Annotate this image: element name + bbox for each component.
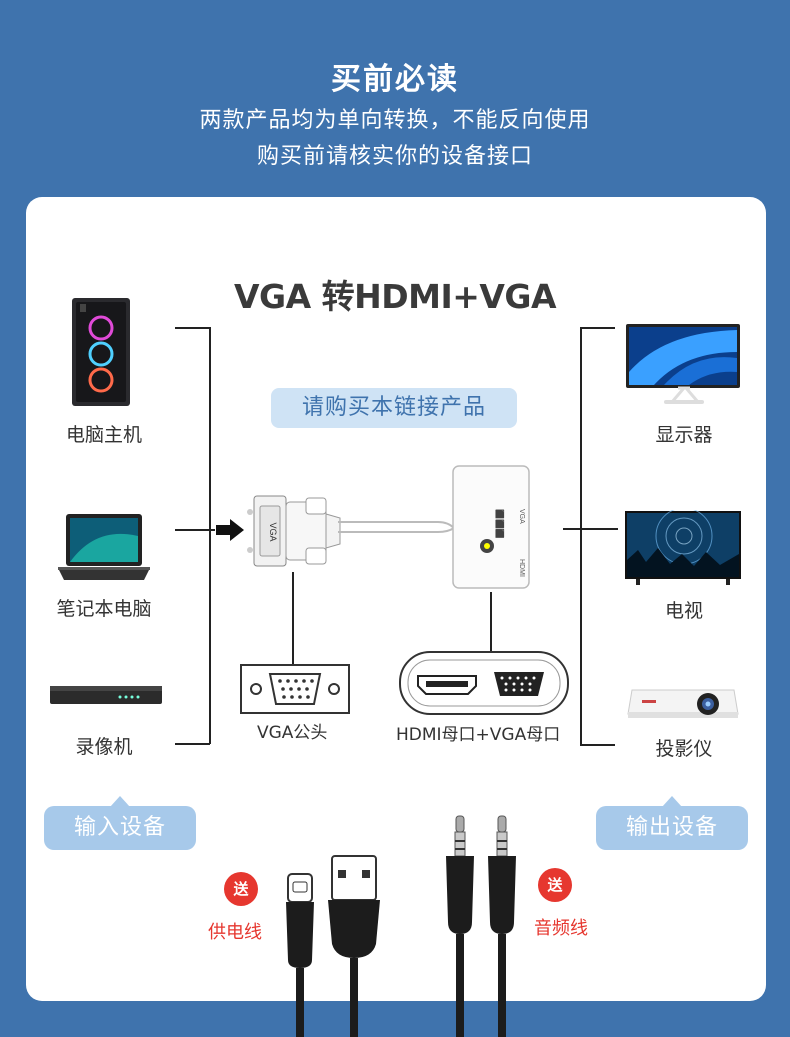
usb-power-cable-icon [286, 855, 380, 1037]
device-label-tv: 电视 [664, 600, 703, 622]
laptop-icon [58, 514, 150, 580]
gift-label-power-cable: 供电线 [208, 922, 262, 943]
input-tag-label: 输入设备 [73, 815, 166, 840]
output-tag-pointer [662, 796, 682, 807]
svg-text:HDMI: HDMI [518, 559, 525, 577]
svg-text:⬛⬛⬛: ⬛⬛⬛ [495, 509, 505, 539]
right-bracket-top [580, 327, 615, 329]
header-line-2: 购买前请核实你的设备接口 [256, 144, 533, 169]
monitor-icon [626, 324, 740, 404]
left-bracket-top [175, 327, 210, 329]
svg-text:VGA: VGA [268, 522, 278, 541]
audio-cable-icon [446, 815, 516, 1037]
right-bracket-vertical [580, 327, 582, 745]
adapter-box-icon: VGA HDMI ⬛⬛⬛ [452, 465, 530, 589]
projector-icon [627, 689, 739, 718]
pc-tower-icon [72, 298, 130, 406]
device-label-pc: 电脑主机 [65, 424, 142, 446]
right-bracket-middle [563, 528, 618, 530]
buy-this-product-pill: 请购买本链接产品 [271, 388, 517, 428]
line-to-vga-port [292, 572, 294, 665]
header: 买前必读 两款产品均为单向转换，不能反向使用 购买前请核实你的设备接口 [0, 0, 790, 196]
tv-icon [625, 510, 741, 585]
right-bracket-bottom [580, 744, 615, 746]
device-label-laptop: 笔记本电脑 [56, 598, 152, 620]
left-bracket-bottom [175, 743, 210, 745]
port-label-vga-male: VGA公头 [257, 723, 328, 743]
header-title: 买前必读 [331, 62, 459, 97]
gift-badge-power: 送 [224, 872, 258, 906]
left-bracket-vertical [209, 327, 211, 744]
svg-text:VGA: VGA [518, 509, 525, 524]
input-devices-tag: 输入设备 [44, 796, 196, 850]
adapter-cable [338, 521, 455, 533]
device-label-monitor: 显示器 [655, 424, 713, 446]
vga-male-port-icon [240, 664, 350, 714]
input-tag-pointer [110, 796, 130, 807]
input-arrow-icon [216, 519, 244, 541]
device-label-projector: 投影仪 [655, 738, 713, 760]
gift-badge-audio: 送 [538, 868, 572, 902]
output-devices-tag: 输出设备 [596, 796, 748, 850]
left-bracket-middle [175, 529, 215, 531]
device-label-recorder: 录像机 [75, 736, 133, 758]
hdmi-vga-female-port-icon [399, 651, 569, 715]
product-title: VGA 转HDMI+VGA [233, 277, 557, 316]
line-to-female-ports [490, 592, 492, 652]
header-line-1: 两款产品均为单向转换，不能反向使用 [199, 108, 591, 133]
vga-connector-icon: VGA [247, 495, 341, 567]
port-label-hdmi-vga-female: HDMI母口+VGA母口 [396, 725, 561, 745]
gift-label-audio-cable: 音频线 [534, 918, 588, 939]
video-recorder-icon [50, 686, 162, 704]
output-tag-label: 输出设备 [625, 815, 718, 840]
